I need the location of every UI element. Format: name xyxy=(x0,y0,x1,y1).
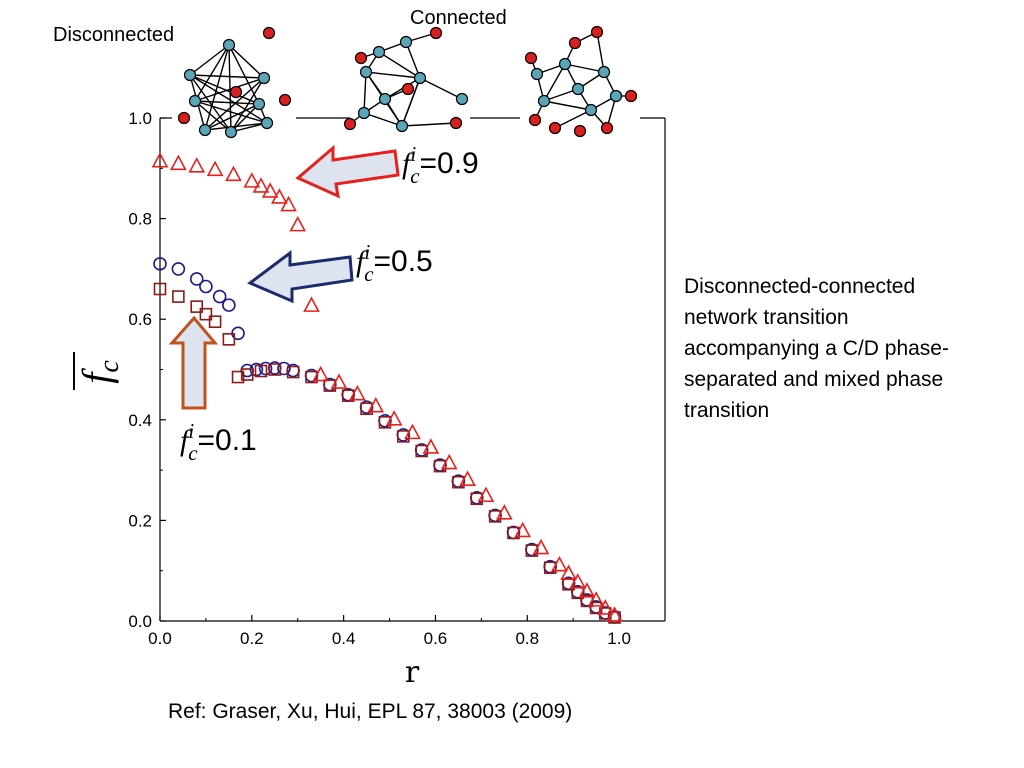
data-point-triangle xyxy=(271,188,288,204)
data-point-triangle xyxy=(289,215,307,232)
data-point-square xyxy=(172,290,185,303)
data-point-square xyxy=(415,444,428,458)
data-point-triangle xyxy=(440,453,458,470)
data-point-square xyxy=(397,430,410,443)
data-point-triangle xyxy=(151,152,169,168)
data-point-triangle xyxy=(252,177,270,193)
data-point-square xyxy=(470,492,484,506)
disconnected-network-icon xyxy=(177,26,292,139)
x-tick-label: 0.2 xyxy=(240,629,264,648)
y-axis-title: fc xyxy=(73,352,125,390)
y-tick-label: 0.6 xyxy=(128,310,152,329)
data-point-square xyxy=(286,365,300,379)
data-point-square xyxy=(433,459,447,473)
data-point-triangle xyxy=(261,182,279,198)
data-point-square xyxy=(525,544,539,557)
data-point-triangle xyxy=(532,538,550,555)
data-point-square xyxy=(378,416,392,429)
data-point-circle xyxy=(171,262,186,276)
data-point-square xyxy=(323,379,337,392)
data-point-triangle xyxy=(206,160,224,177)
data-point-square xyxy=(341,389,355,402)
data-point-square xyxy=(254,364,268,378)
data-point-circle xyxy=(277,361,291,376)
data-point-circle xyxy=(189,272,204,286)
arrow-0.9 xyxy=(295,144,400,199)
data-point-triangle xyxy=(330,373,348,389)
x-tick-label: 0.4 xyxy=(332,629,356,648)
data-point-triangle xyxy=(312,365,330,382)
data-point-circle xyxy=(199,279,213,294)
data-point-circle xyxy=(153,257,167,271)
data-point-triangle xyxy=(459,470,476,486)
data-point-square xyxy=(543,561,557,574)
data-point-square xyxy=(190,300,204,313)
svg-text:fc: fc xyxy=(74,360,125,384)
data-point-triangle xyxy=(404,423,421,440)
data-point-triangle xyxy=(606,606,623,622)
data-point-triangle xyxy=(422,438,440,454)
data-point-triangle xyxy=(514,521,532,538)
data-point-triangle xyxy=(243,172,261,188)
connected-label: Connected xyxy=(410,7,507,29)
data-point-square xyxy=(305,370,318,384)
data-point-square xyxy=(360,402,373,416)
data-point-square xyxy=(507,526,520,540)
data-point-triangle xyxy=(587,591,605,607)
connected-network-icon xyxy=(524,25,638,138)
network-illustrations xyxy=(177,25,638,139)
data-point-triangle xyxy=(495,504,513,520)
plot-frame xyxy=(159,117,666,622)
data-marks xyxy=(151,152,623,624)
x-axis-title: r xyxy=(405,655,420,690)
data-point-square xyxy=(240,368,254,381)
data-point-triangle xyxy=(303,296,320,312)
data-point-circle xyxy=(212,289,227,304)
data-point-square xyxy=(199,307,213,321)
arrow-0.5 xyxy=(247,250,354,304)
y-tick-label: 0.2 xyxy=(128,511,152,530)
connected-network-icon xyxy=(343,26,469,133)
data-point-square xyxy=(488,510,502,523)
data-point-square xyxy=(208,315,222,329)
arrow-0.1 xyxy=(168,315,219,410)
data-point-triangle xyxy=(551,555,568,572)
x-tick-label: 0.8 xyxy=(515,629,539,648)
data-point-triangle xyxy=(188,157,206,173)
data-point-triangle xyxy=(385,410,403,426)
data-point-triangle xyxy=(367,397,385,413)
data-point-square xyxy=(153,282,167,296)
data-point-triangle xyxy=(349,384,366,401)
data-point-circle xyxy=(258,361,273,376)
data-point-triangle xyxy=(596,599,614,615)
y-tick-label: 0.0 xyxy=(128,612,152,631)
x-tick-label: 1.0 xyxy=(607,629,631,648)
data-point-triangle xyxy=(578,582,596,598)
data-point-square xyxy=(231,370,245,384)
data-point-triangle xyxy=(569,573,587,589)
y-tick-label: 0.4 xyxy=(128,411,152,430)
data-point-triangle xyxy=(170,154,187,171)
y-tick-label: 1.0 xyxy=(128,109,152,128)
data-point-circle xyxy=(222,298,236,312)
side-note: Disconnected-connected network transitio… xyxy=(684,275,949,422)
axis-ticks: 0.0 0.2 0.4 0.6 0.8 1.0 0.0 0.2 0.4 0.6 0.8 1.0 xyxy=(128,109,666,648)
data-point-triangle xyxy=(560,564,577,581)
data-point-square xyxy=(268,363,282,376)
data-point-square xyxy=(222,333,236,346)
data-point-triangle xyxy=(280,195,297,212)
x-tick-label: 0.6 xyxy=(424,629,448,648)
y-tick-label: 0.8 xyxy=(128,210,152,229)
data-point-triangle xyxy=(225,165,242,182)
reference-citation: Ref: Graser, Xu, Hui, EPL 87, 38003 (200… xyxy=(168,700,573,723)
data-point-triangle xyxy=(477,486,495,503)
x-tick-label: 0.0 xyxy=(148,629,172,648)
data-point-square xyxy=(452,475,465,489)
disconnected-label: Disconnected xyxy=(53,24,175,46)
